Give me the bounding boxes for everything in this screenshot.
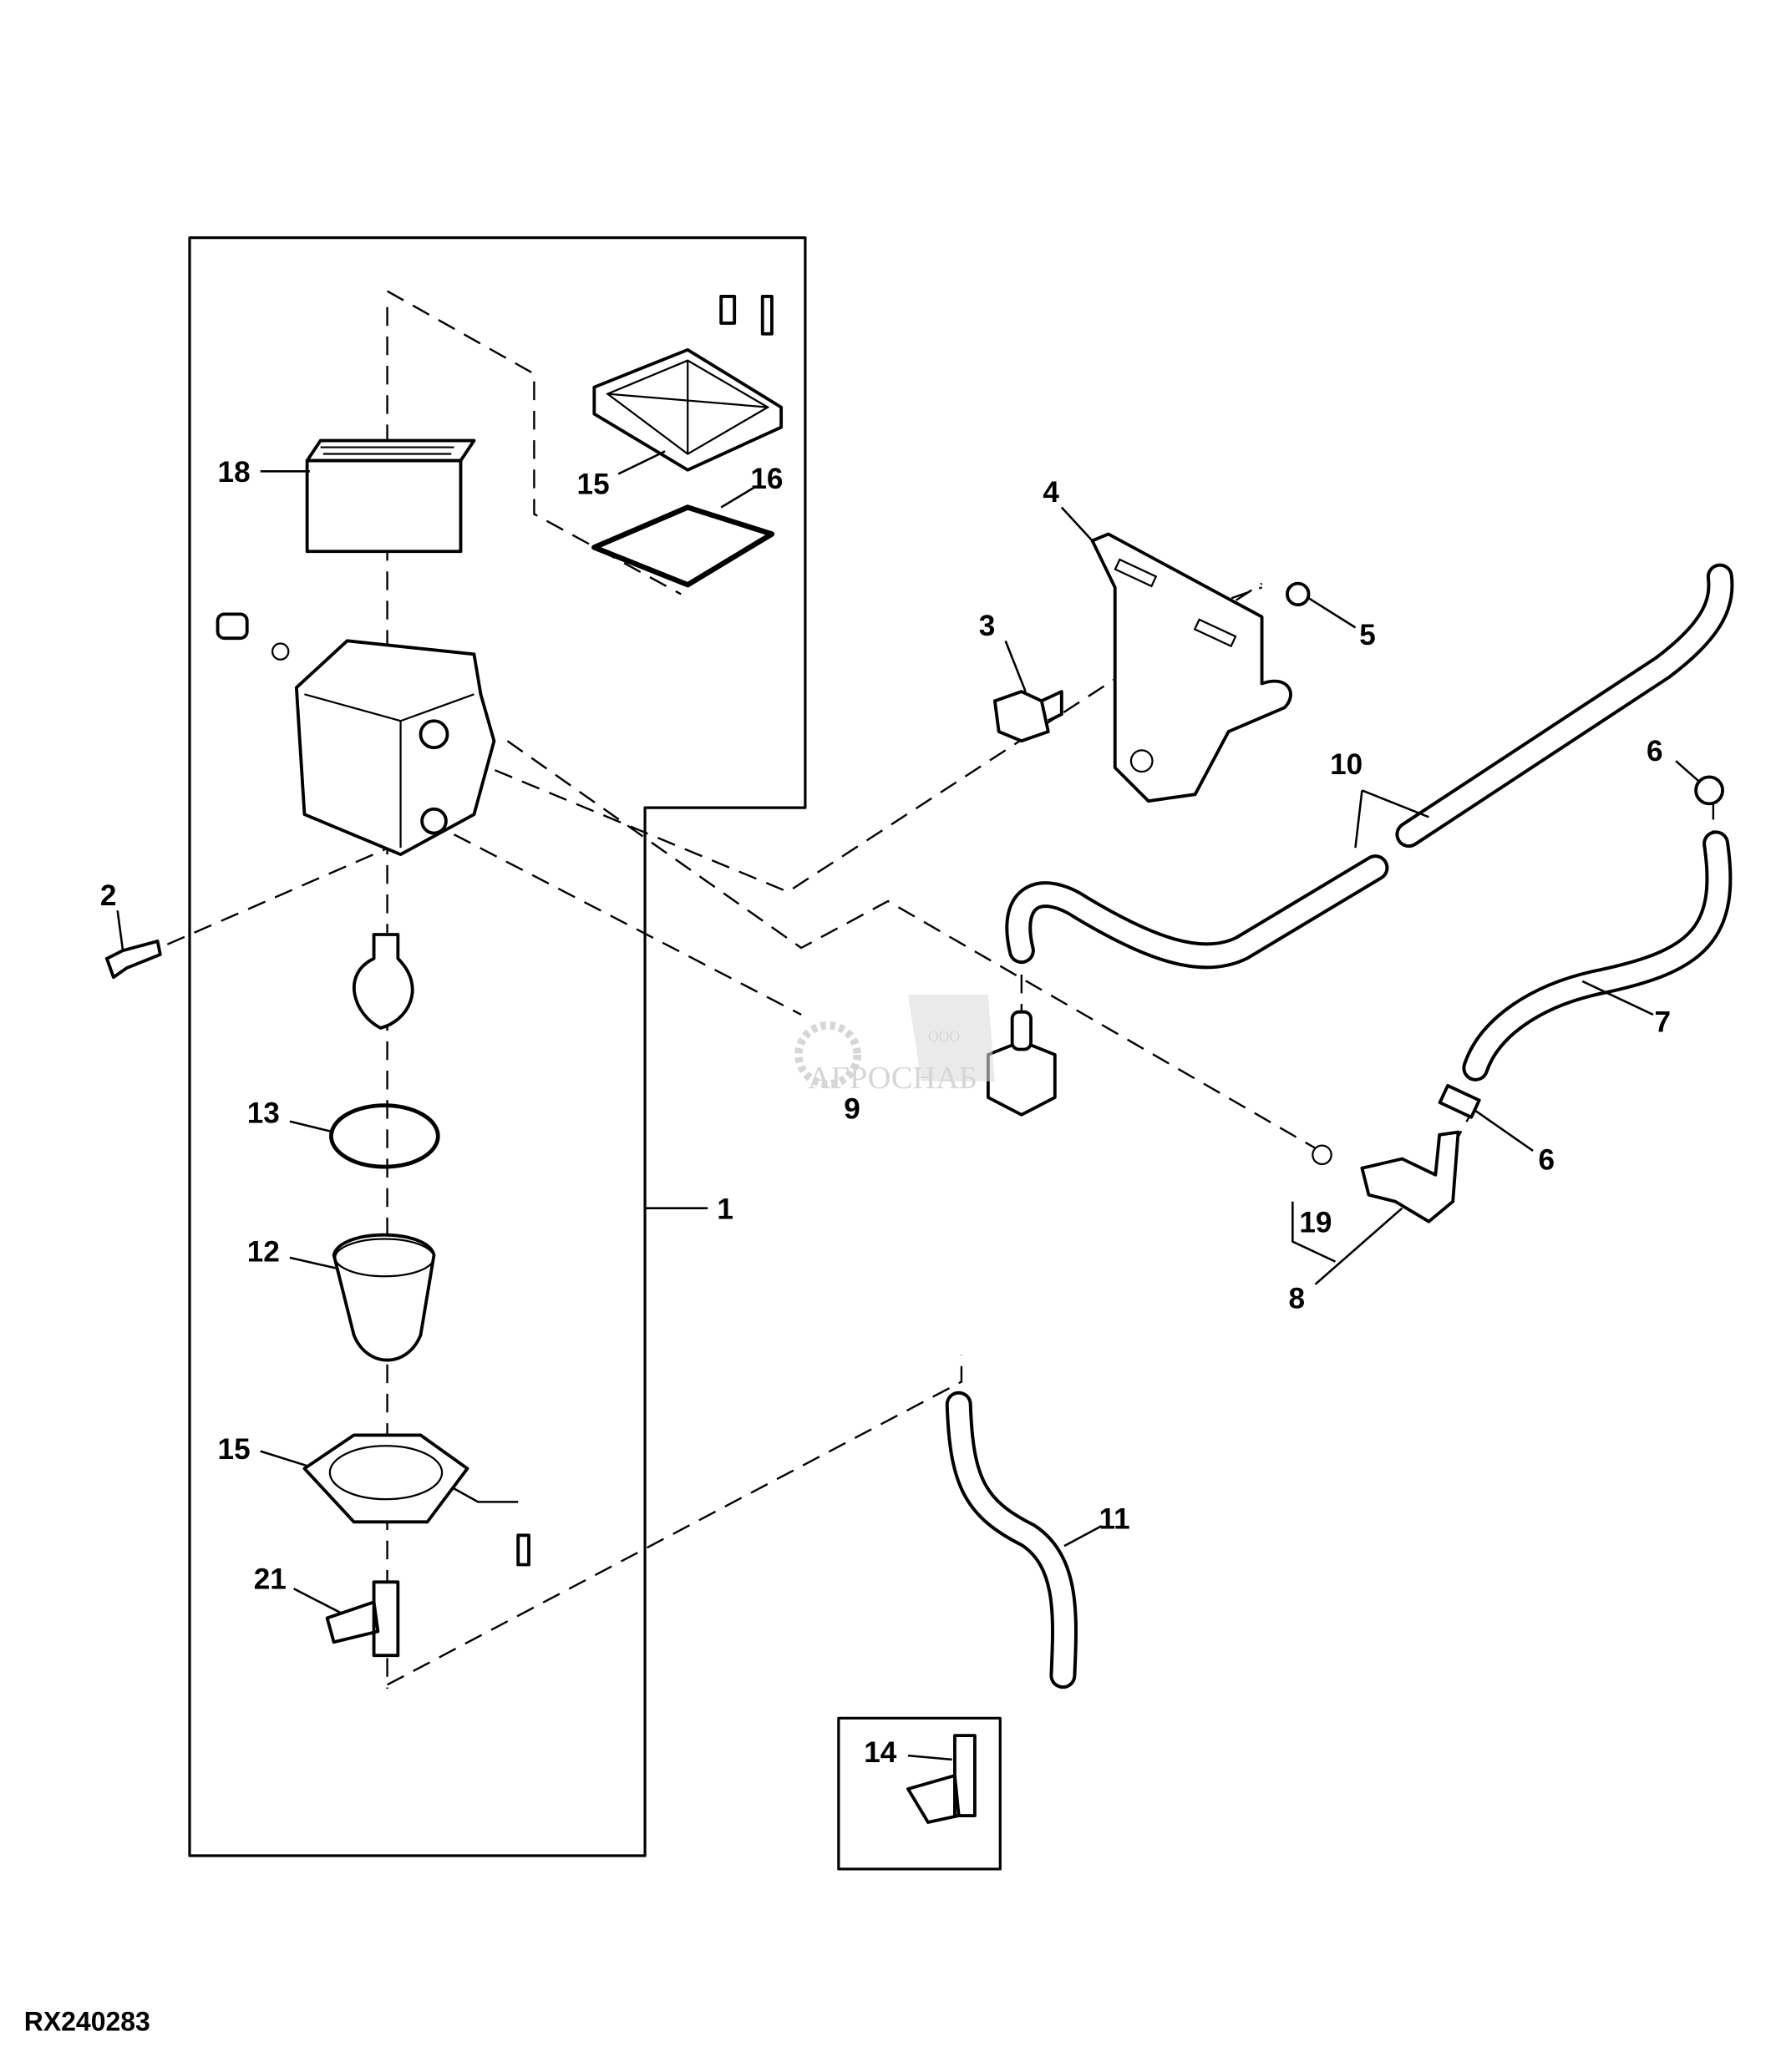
clamp-6-upper [1694, 775, 1724, 806]
callout-1: 1 [717, 1193, 733, 1225]
bolt-3 [992, 690, 1063, 743]
retaining-ring-15 [302, 1433, 469, 1524]
filter-housing [216, 612, 496, 857]
callout-14: 14 [864, 1736, 897, 1769]
leader-lines [116, 450, 1700, 1761]
seal-ring-13 [329, 1103, 440, 1169]
o-ring-19 [1312, 1144, 1332, 1166]
callout-15: 15 [218, 1433, 251, 1466]
callout-21: 21 [254, 1563, 287, 1595]
watermark-name: АГРОСНАБ [808, 1061, 977, 1096]
callout-2: 2 [100, 879, 117, 912]
fitting [352, 933, 414, 1030]
diagram-id: RX240283 [24, 2006, 150, 2036]
hose-7 [1462, 830, 1733, 1082]
drain-valve-21 [325, 1580, 400, 1658]
callout-12: 12 [247, 1236, 280, 1269]
callout-3: 3 [979, 610, 996, 642]
bracket [1090, 532, 1292, 803]
watermark-logo: ООО АГРОСНАБ [794, 994, 995, 1096]
callout-4: 4 [1043, 476, 1059, 509]
gasket [591, 504, 775, 588]
callout-16: 15 [577, 469, 610, 501]
watermark-prefix: ООО [928, 1028, 960, 1045]
callout-7: 7 [1655, 1006, 1672, 1039]
callout-17: 16 [750, 463, 783, 495]
filter-element [305, 438, 476, 554]
callout-13: 13 [247, 1097, 280, 1129]
callout-18: 18 [218, 456, 251, 489]
elbow-8 [1360, 1130, 1460, 1223]
callout-11: 11 [1099, 1502, 1130, 1535]
callout-5: 5 [1359, 619, 1376, 651]
filter-cover [592, 295, 784, 472]
valve-9 [986, 1039, 1057, 1117]
hose-10 [1005, 563, 1734, 970]
clamp-6-lower [1438, 1083, 1481, 1119]
fitting-14 [906, 1734, 977, 1824]
hose-11 [945, 1391, 1078, 1690]
callout-6-lower: 6 [1538, 1143, 1555, 1176]
callout-10: 10 [1330, 748, 1362, 781]
callout-8: 8 [1289, 1283, 1306, 1315]
bowl-12 [332, 1233, 436, 1362]
bolt [104, 940, 162, 980]
inset-box [837, 1716, 1002, 1871]
callout-19: 19 [1299, 1206, 1332, 1239]
assembly-outline [188, 236, 807, 1857]
callout-9: 9 [844, 1093, 860, 1126]
callout-6-upper: 6 [1647, 735, 1663, 768]
nut-5 [1286, 581, 1311, 607]
